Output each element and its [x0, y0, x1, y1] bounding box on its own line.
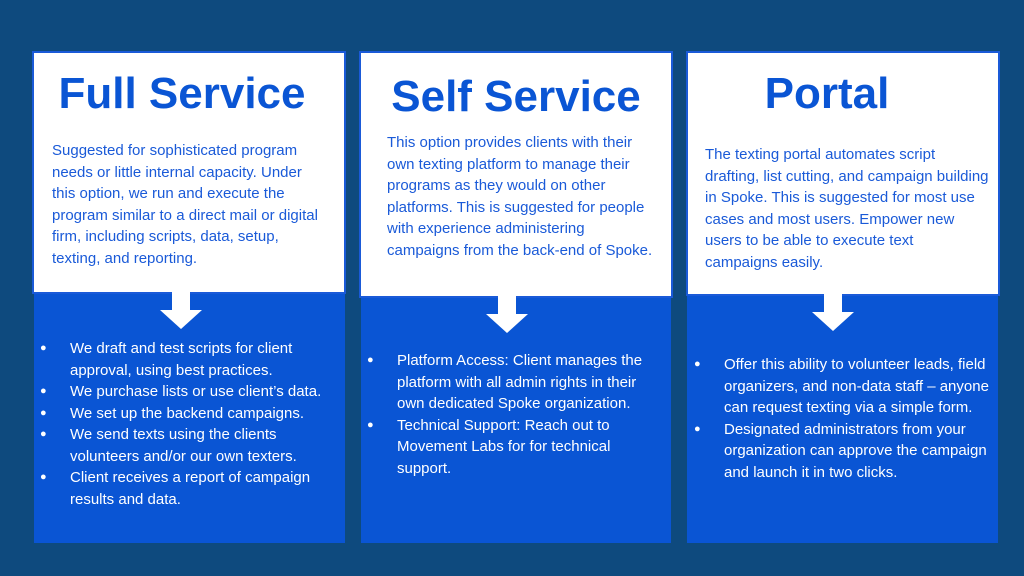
full-service-card: Full Service Suggested for sophisticated… [32, 51, 346, 294]
list-item: ●We draft and test scripts for client ap… [40, 340, 293, 379]
list-item: ●We purchase lists or use client’s data. [40, 381, 335, 403]
down-arrow-icon [160, 292, 202, 329]
bullet-icon: ● [40, 471, 47, 483]
self-service-bullet-list: ●Platform Access: Client manages the pla… [367, 350, 662, 479]
bullet-icon: ● [40, 428, 47, 440]
bullet-icon: ● [40, 406, 47, 419]
bullet-icon: ● [367, 354, 374, 366]
self-service-description: This option provides clients with their … [387, 134, 653, 259]
portal-details-panel [687, 294, 998, 543]
bullet-icon: ● [40, 342, 47, 354]
portal-description: The texting portal automates script draf… [705, 146, 989, 271]
bullet-icon: ● [40, 385, 47, 397]
bullet-icon: ● [367, 418, 374, 431]
self-service-card: Self Service This option provides client… [359, 51, 673, 298]
self-service-details-panel [361, 296, 671, 543]
bullet-icon: ● [694, 422, 701, 435]
list-item: ●Technical Support: Reach out to Movemen… [367, 416, 611, 477]
full-service-bullet-list: ●We draft and test scripts for client ap… [40, 338, 335, 510]
full-service-title: Full Service [58, 69, 306, 118]
full-service-details-panel [34, 292, 345, 543]
down-arrow-icon [486, 296, 528, 333]
down-arrow-icon [812, 294, 854, 331]
list-item: ●Platform Access: Client manages the pla… [367, 352, 643, 412]
portal-card: Portal The texting portal automates scri… [686, 51, 1000, 296]
list-item: ●Client receives a report of campaign re… [40, 469, 311, 508]
portal-title: Portal [764, 69, 890, 118]
list-item: ●Offer this ability to volunteer leads, … [694, 356, 989, 416]
self-service-title: Self Service [391, 72, 641, 121]
full-service-description: Suggested for sophisticated program need… [52, 142, 318, 267]
bullet-icon: ● [694, 358, 701, 370]
list-item: ●We set up the backend campaigns. [40, 403, 335, 425]
list-item: ●We send texts using the clients volunte… [40, 426, 297, 465]
list-item: ●Designated administrators from your org… [694, 420, 987, 481]
portal-bullet-list: ●Offer this ability to volunteer leads, … [694, 354, 989, 483]
